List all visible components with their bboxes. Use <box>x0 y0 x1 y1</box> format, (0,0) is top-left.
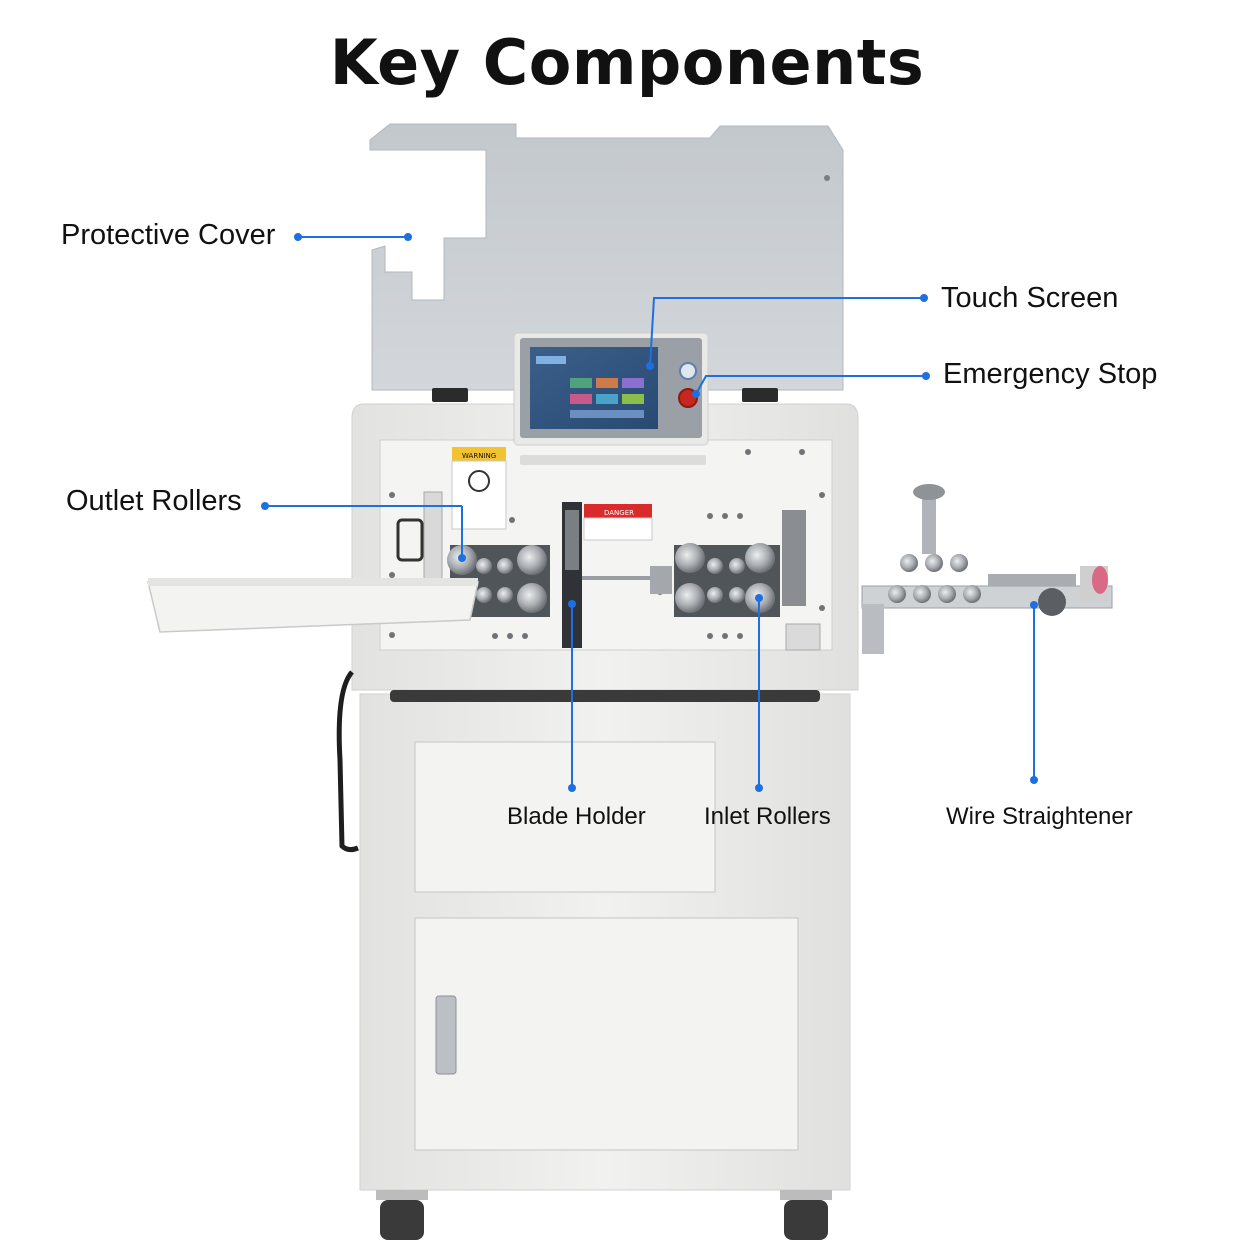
casters <box>376 1190 832 1240</box>
touch-screen-base <box>520 455 706 465</box>
dot-outlet-rollers-a <box>261 502 269 510</box>
dot-touch-screen-a <box>646 362 654 370</box>
dot-protective-cover-b <box>404 233 412 241</box>
label-blade-holder: Blade Holder <box>507 803 646 830</box>
label-outlet-rollers: Outlet Rollers <box>66 485 242 517</box>
leader-touch-screen <box>649 297 924 367</box>
danger-sticker-text: DANGER <box>604 509 634 517</box>
wire-straightener <box>861 484 1113 654</box>
guide-rod <box>582 576 652 580</box>
dot-protective-cover-a <box>294 233 302 241</box>
leader-emergency-stop <box>695 375 926 395</box>
leader-dots <box>261 233 1038 792</box>
protective-cover <box>369 123 844 391</box>
blade-holder-slide <box>565 510 579 570</box>
power-cable <box>336 670 359 853</box>
gear-warning-icon <box>468 470 490 492</box>
dot-blade-holder-a <box>568 600 576 608</box>
dot-inlet-rollers-b <box>755 784 763 792</box>
inlet-guide-block <box>782 510 806 606</box>
inlet-rollers <box>674 543 780 617</box>
inlet-plate <box>785 623 821 651</box>
lower-cabinet-door <box>414 917 799 1151</box>
page-title: Key Components <box>329 26 925 99</box>
dot-inlet-rollers-a <box>755 594 763 602</box>
danger-sticker-header <box>584 504 652 518</box>
label-inlet-rollers: Inlet Rollers <box>704 803 831 830</box>
leader-lines <box>265 236 1035 788</box>
wire-clamp <box>396 518 424 562</box>
label-protective-cover: Protective Cover <box>61 219 276 251</box>
inlet-guide-tube <box>650 566 672 594</box>
label-wire-straightener: Wire Straightener <box>946 803 1133 830</box>
door-handle <box>435 995 457 1075</box>
upper-cabinet-door <box>414 741 716 893</box>
warning-sticker-header <box>452 447 506 461</box>
warning-sticker-text: WARNING <box>462 452 496 460</box>
danger-sticker-body <box>583 517 653 541</box>
label-emergency-stop: Emergency Stop <box>943 358 1158 390</box>
dot-blade-holder-b <box>568 784 576 792</box>
cover-hinge-right <box>742 388 778 402</box>
cover-screw <box>824 175 830 181</box>
cabinet-gap <box>390 690 820 702</box>
dot-emergency-stop-a <box>692 390 700 398</box>
screen-ui-blocks <box>536 356 644 418</box>
label-touch-screen: Touch Screen <box>941 282 1119 314</box>
dot-touch-screen-b <box>920 294 928 302</box>
cover-hinge-left <box>432 388 468 402</box>
dot-emergency-stop-b <box>922 372 930 380</box>
dot-wire-straightener-b <box>1030 776 1038 784</box>
status-indicator-icon <box>679 362 697 380</box>
dot-wire-straightener-a <box>1030 601 1038 609</box>
dot-outlet-rollers-b <box>458 554 466 562</box>
